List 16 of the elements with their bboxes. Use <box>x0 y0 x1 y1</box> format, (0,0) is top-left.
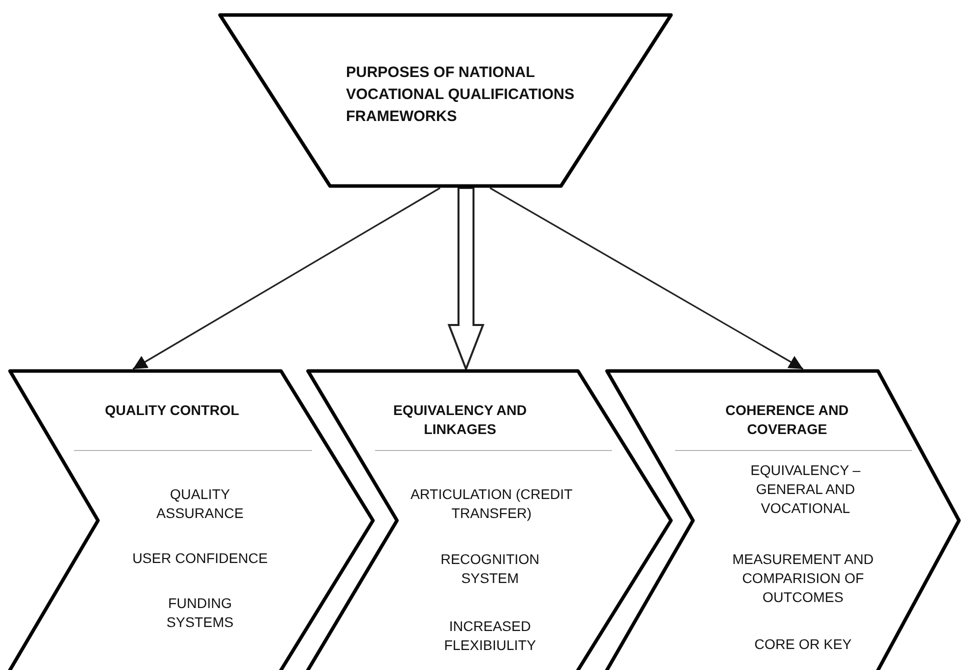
node-heading: COHERENCE AND COVERAGE <box>724 401 850 439</box>
arrow <box>132 187 440 370</box>
node-text: USER CONFIDENCE <box>131 549 269 568</box>
node-text: EQUIVALENCY – GENERAL AND VOCATIONAL <box>750 461 862 518</box>
node-heading: EQUIVALENCY AND LINKAGES <box>392 401 528 439</box>
node-heading: QUALITY CONTROL <box>104 401 240 420</box>
title-text: PURPOSES OF NATIONAL VOCATIONAL QUALIFICATIONS FRAMEWORKS <box>346 63 576 127</box>
node-text: INCREASED FLEXIBIULITY <box>443 617 537 655</box>
arrow <box>490 187 804 370</box>
node-text: FUNDING SYSTEMS <box>166 594 234 632</box>
node-text: CORE OR KEY <box>753 635 853 654</box>
node-text: MEASUREMENT AND COMPARISION OF OUTCOMES <box>731 550 875 607</box>
node-text: ARTICULATION (CREDIT TRANSFER) <box>409 485 574 523</box>
node-text: RECOGNITION SYSTEM <box>440 550 540 588</box>
node-text: QUALITY ASSURANCE <box>155 485 245 523</box>
block-arrow <box>448 187 484 372</box>
